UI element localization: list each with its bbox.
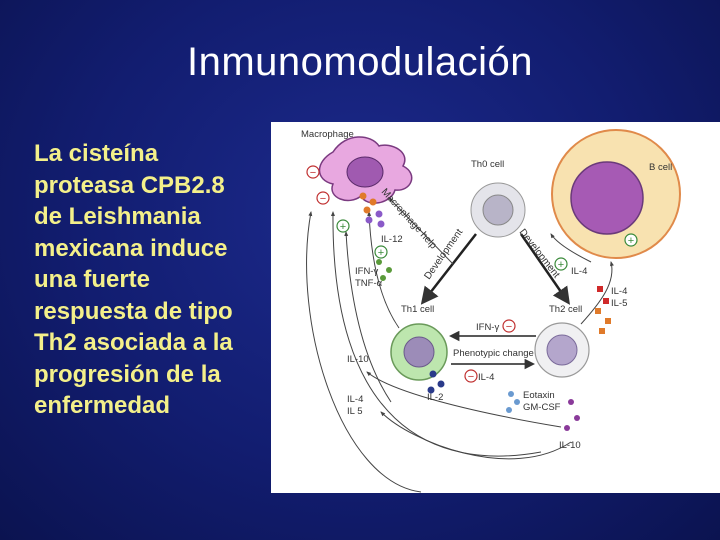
th1-nucleus	[403, 336, 435, 368]
body-line: progresión de la	[34, 360, 221, 388]
immunology-diagram: Macrophage B cell Th0 cell Th1 cell Th2 …	[271, 122, 720, 493]
cytokine-dot	[429, 370, 437, 378]
th2-nucleus	[546, 334, 578, 366]
body-line: respuesta de tipo	[34, 297, 233, 325]
body-text: La cisteína proteasa CPB2.8 de Leishmani…	[34, 138, 274, 422]
body-line: una fuerte	[34, 266, 151, 293]
gm-csf-label: GM-CSF	[523, 402, 561, 413]
il4-bcell-label: IL-4	[611, 286, 627, 297]
th2-label: Th2 cell	[549, 304, 582, 315]
cytokine-dot	[568, 399, 574, 405]
minus-sign: −	[316, 191, 330, 205]
eotaxin-label: Eotaxin	[523, 390, 555, 401]
svg-text:+: +	[378, 247, 384, 259]
cytokine-dot	[508, 391, 514, 397]
cytokine-dot	[375, 210, 383, 218]
cytokine-square	[605, 318, 611, 324]
ifn-gamma-center-label: IFN-γ	[476, 322, 499, 333]
macrophage-label: Macrophage	[301, 129, 354, 140]
body-line: mexicana induce	[34, 234, 228, 262]
phenotypic-change-label: Phenotypic change	[453, 348, 534, 359]
cytokine-dot	[376, 259, 382, 265]
development-arrow-left	[420, 233, 477, 305]
svg-text:+: +	[340, 221, 346, 233]
feedback-arrow	[344, 231, 392, 403]
feedback-arrow	[380, 411, 572, 460]
th0-label: Th0 cell	[471, 159, 504, 170]
body-line: enfermedad	[34, 392, 171, 419]
th0-nucleus	[482, 194, 514, 226]
il5-left-label: IL 5	[347, 406, 363, 417]
th1-to-macrophage-arrow	[367, 211, 400, 329]
cytokine-square	[603, 298, 609, 304]
minus-sign: −	[502, 319, 516, 333]
minus-sign: −	[306, 165, 320, 179]
il12-label: IL-12	[381, 234, 403, 245]
cytokine-dot	[369, 198, 377, 206]
th2-to-bcell-arrow	[580, 261, 614, 325]
cytokine-dot	[514, 399, 520, 405]
cytokine-dot	[437, 380, 445, 388]
cytokine-dot	[574, 415, 580, 421]
diagram-svg: Macrophage B cell Th0 cell Th1 cell Th2 …	[301, 129, 681, 493]
body-line: de Leishmania	[34, 203, 201, 230]
macrophage-help-arrow	[388, 197, 454, 265]
il4-right-label: IL-4	[571, 266, 587, 277]
cytokine-dot	[564, 425, 570, 431]
il4-center-label: IL-4	[478, 372, 494, 383]
feedback-arrow	[330, 211, 542, 457]
cytokine-dot	[380, 275, 386, 281]
cytokine-square	[597, 286, 603, 292]
svg-text:+: +	[558, 259, 564, 271]
svg-text:−: −	[468, 371, 474, 383]
feedback-arrow	[306, 211, 422, 493]
svg-text:−: −	[320, 193, 326, 205]
il4-arrow	[550, 233, 592, 263]
cytokine-dot	[365, 216, 373, 224]
body-line: La cisteína	[34, 140, 159, 167]
cytokine-square	[595, 308, 601, 314]
svg-text:−: −	[506, 321, 512, 333]
il5-bcell-label: IL-5	[611, 298, 627, 309]
development-arrow-right	[519, 233, 570, 305]
svg-text:+: +	[628, 235, 634, 247]
cytokine-dot	[386, 267, 392, 273]
cytokine-dot	[359, 192, 367, 200]
plus-sign: +	[624, 233, 638, 247]
ifn-gamma-label: IFN-γ	[355, 266, 378, 277]
svg-text:−: −	[310, 167, 316, 179]
tnf-alpha-label: TNF-α	[355, 278, 383, 289]
cytokine-dot	[506, 407, 512, 413]
body-line: proteasa CPB2.8	[34, 171, 225, 199]
slide-title: Inmunomodulación	[187, 40, 533, 84]
cytokine-dot	[377, 220, 385, 228]
plus-sign: +	[374, 245, 388, 259]
macrophage-nucleus	[346, 156, 384, 188]
plus-sign: +	[554, 257, 568, 271]
bcell-label: B cell	[649, 162, 672, 173]
il10-left-label: IL-10	[347, 354, 369, 365]
bcell-nucleus	[570, 161, 644, 235]
il10-bottom-label: IL-10	[559, 440, 581, 451]
body-line: Th2 asociada a la	[34, 329, 233, 356]
plus-sign: +	[336, 219, 350, 233]
cytokine-dot	[427, 386, 435, 394]
minus-sign: −	[464, 369, 478, 383]
cytokine-dot	[363, 206, 371, 214]
il2-label: IL-2	[427, 392, 443, 403]
il4-left-label: IL-4	[347, 394, 363, 405]
cytokine-square	[599, 328, 605, 334]
development-label-right: Development	[517, 227, 562, 280]
th1-label: Th1 cell	[401, 304, 434, 315]
